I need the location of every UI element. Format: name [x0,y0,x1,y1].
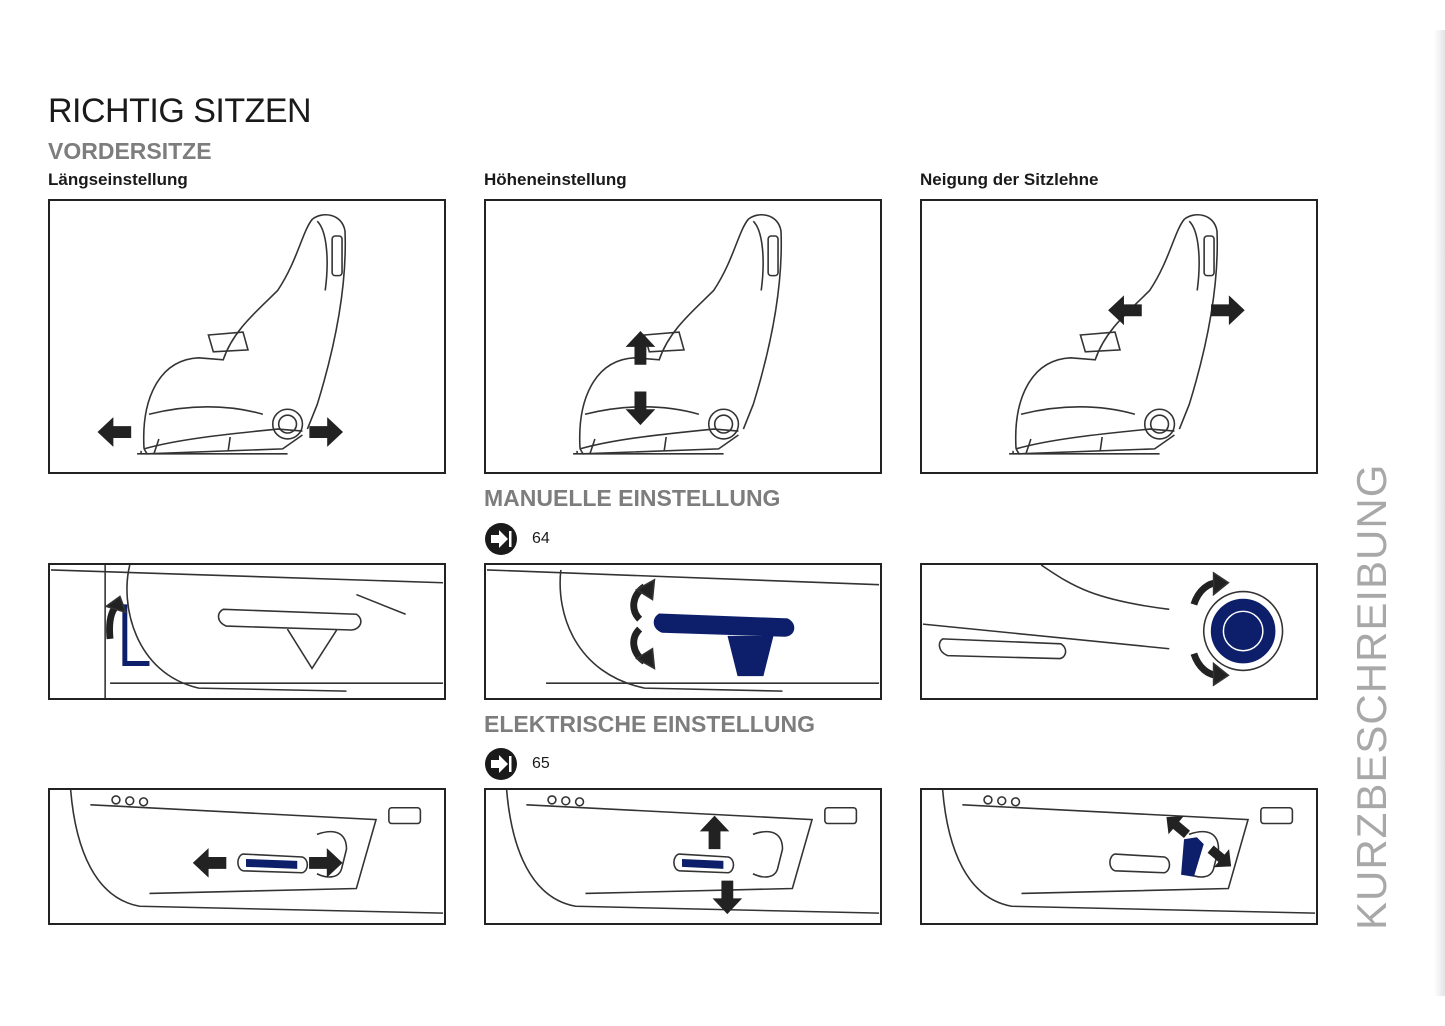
electric-heading: ELEKTRISCHE EINSTELLUNG [484,711,815,737]
arrow-right-icon [309,417,344,447]
illustration-manual-lever-length [48,563,446,700]
electric-page-ref[interactable]: 65 [484,747,550,781]
caption-backrest: Neigung der Sitzlehne [920,170,1099,189]
page-number: 64 [532,530,550,547]
section-subtitle: VORDERSITZE [48,138,212,164]
caption-height: Höheneinstellung [484,170,627,189]
manual-heading: MANUELLE EINSTELLUNG [484,485,781,511]
caption-length: Längseinstellung [48,170,188,189]
page-title: RICHTIG SITZEN [48,92,312,130]
page-edge-shadow [1434,30,1445,996]
arrow-to-page-icon [485,748,517,780]
illustration-manual-knob-backrest [920,563,1318,700]
illustration-height-adjustment [484,199,882,474]
illustration-backrest-tilt [920,199,1318,474]
manual-page-ref[interactable]: 64 [484,522,550,556]
illustration-electric-length [48,788,446,925]
illustration-electric-height [484,788,882,925]
arrow-left-icon [97,417,132,447]
arrow-left-icon [1108,295,1142,326]
arrow-down-icon [625,391,656,426]
side-chapter-label: KURZBESCHREIBUNG [1348,463,1395,930]
arrow-to-page-icon [485,523,517,555]
arrow-right-icon [1211,295,1245,326]
illustration-length-adjustment [48,199,446,474]
page-number: 65 [532,755,550,772]
illustration-electric-backrest [920,788,1318,925]
illustration-manual-lever-height [484,563,882,700]
